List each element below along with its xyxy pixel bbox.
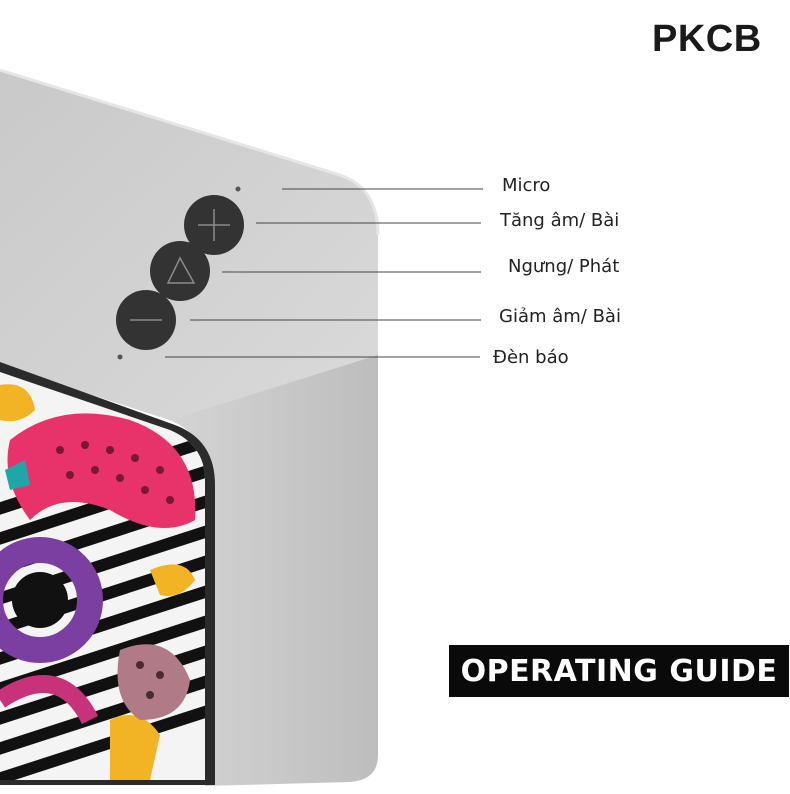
volume-down-button[interactable]	[116, 290, 176, 350]
brand-logo: PKCB	[652, 18, 762, 60]
indicator-led	[117, 354, 123, 360]
callout-volume-down: Giảm âm/ Bài	[499, 306, 621, 327]
device-side-face	[170, 355, 378, 786]
volume-up-button[interactable]	[184, 195, 244, 255]
micro-hole	[235, 186, 241, 192]
callout-micro: Micro	[502, 175, 551, 196]
graffiti-artwork	[0, 372, 205, 780]
callout-lines	[165, 188, 483, 358]
play-pause-button[interactable]	[150, 241, 210, 301]
callout-volume-up: Tăng âm/ Bài	[500, 210, 620, 231]
callout-indicator: Đèn báo	[493, 347, 569, 368]
operating-guide-badge: OPERATING GUIDE	[449, 645, 789, 697]
callout-play-pause: Ngưng/ Phát	[508, 256, 620, 277]
